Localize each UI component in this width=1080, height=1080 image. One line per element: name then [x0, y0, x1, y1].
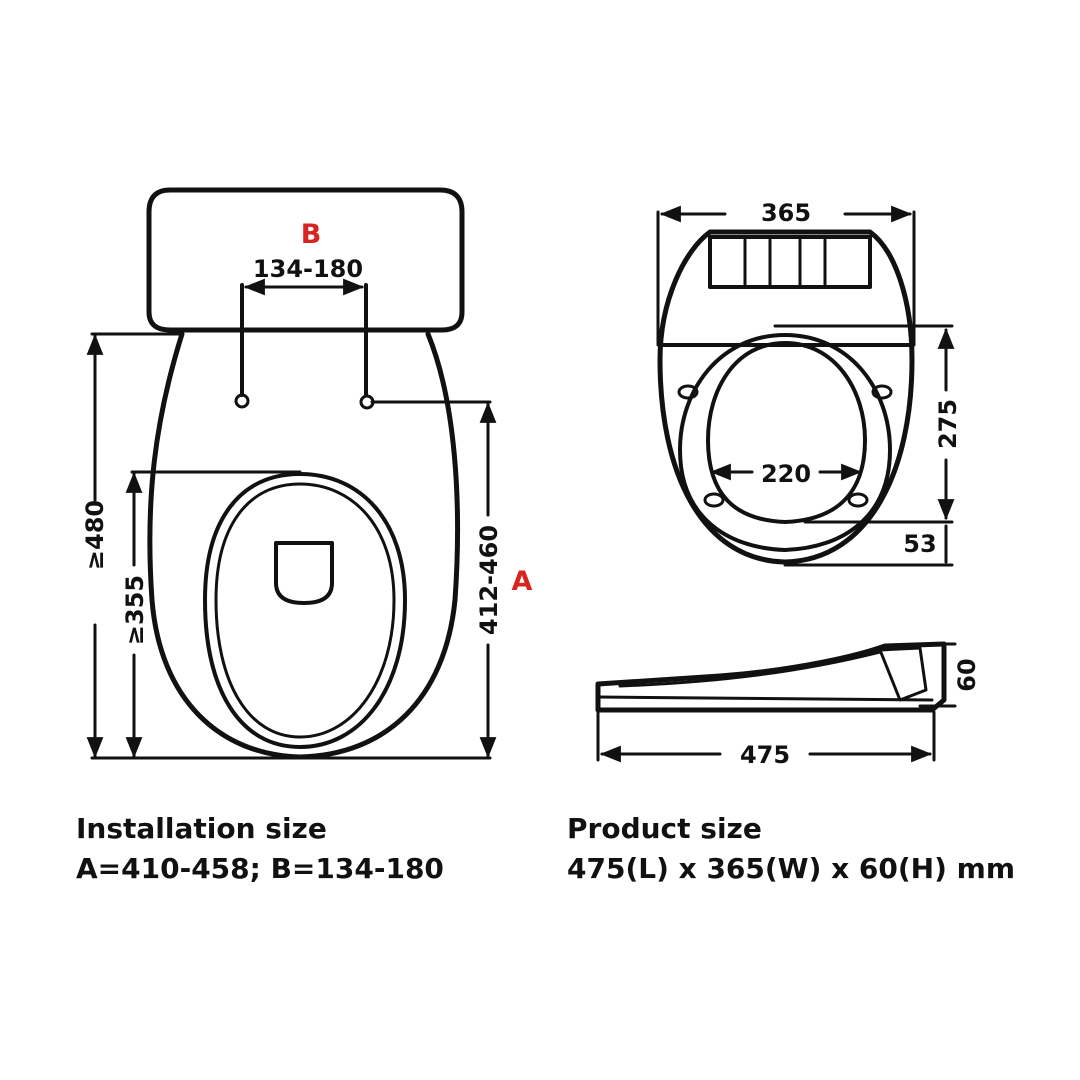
seat-side-base — [596, 695, 934, 702]
side-control-unit — [878, 646, 928, 702]
dim-text-b: 134-180 — [253, 255, 363, 283]
top-view — [656, 205, 955, 567]
dim-text-a: 412-460 — [475, 525, 503, 635]
control-panel — [708, 235, 872, 289]
installation-caption-values: A=410-458; B=134-180 — [76, 852, 444, 885]
product-caption: Product size 475(L) x 365(W) x 60(H) mm — [567, 809, 1015, 889]
installation-caption-title: Installation size — [76, 812, 327, 845]
seat-side-profile — [595, 641, 947, 713]
product-caption-values: 475(L) x 365(W) x 60(H) mm — [567, 852, 1016, 885]
toilet-bowl-outline — [147, 331, 461, 760]
control-panel-dividers — [743, 238, 827, 287]
toilet-tank — [146, 187, 465, 333]
drain-opening-icon — [274, 541, 334, 605]
product-caption-title: Product size — [567, 812, 762, 845]
installation-caption: Installation size A=410-458; B=134-180 — [76, 809, 444, 889]
dim-text-220: 220 — [761, 460, 811, 488]
dim-text-275: 275 — [934, 399, 962, 449]
seat-side-lid — [618, 650, 882, 688]
label-a: A — [512, 566, 533, 597]
mount-hole-left — [234, 393, 250, 409]
toilet-seat-ring — [203, 472, 407, 749]
label-b: B — [301, 219, 322, 250]
dim-text-60: 60 — [953, 658, 981, 691]
bumper-pad-4 — [847, 492, 869, 508]
seat-opening — [706, 341, 867, 524]
installation-view — [86, 187, 497, 760]
bumper-pad-2 — [871, 384, 893, 400]
dim-text-53: 53 — [903, 530, 936, 558]
dim-text-475: 475 — [740, 741, 790, 769]
dim-text-seat: ≥355 — [121, 575, 149, 645]
dim-text-365: 365 — [761, 199, 811, 227]
dim-text-total: ≥480 — [81, 500, 109, 570]
seat-outer-ring — [678, 333, 892, 552]
side-view — [595, 641, 957, 763]
toilet-seat-inner — [214, 482, 396, 739]
bumper-pad-3 — [703, 492, 725, 508]
bumper-pad-1 — [677, 384, 699, 400]
